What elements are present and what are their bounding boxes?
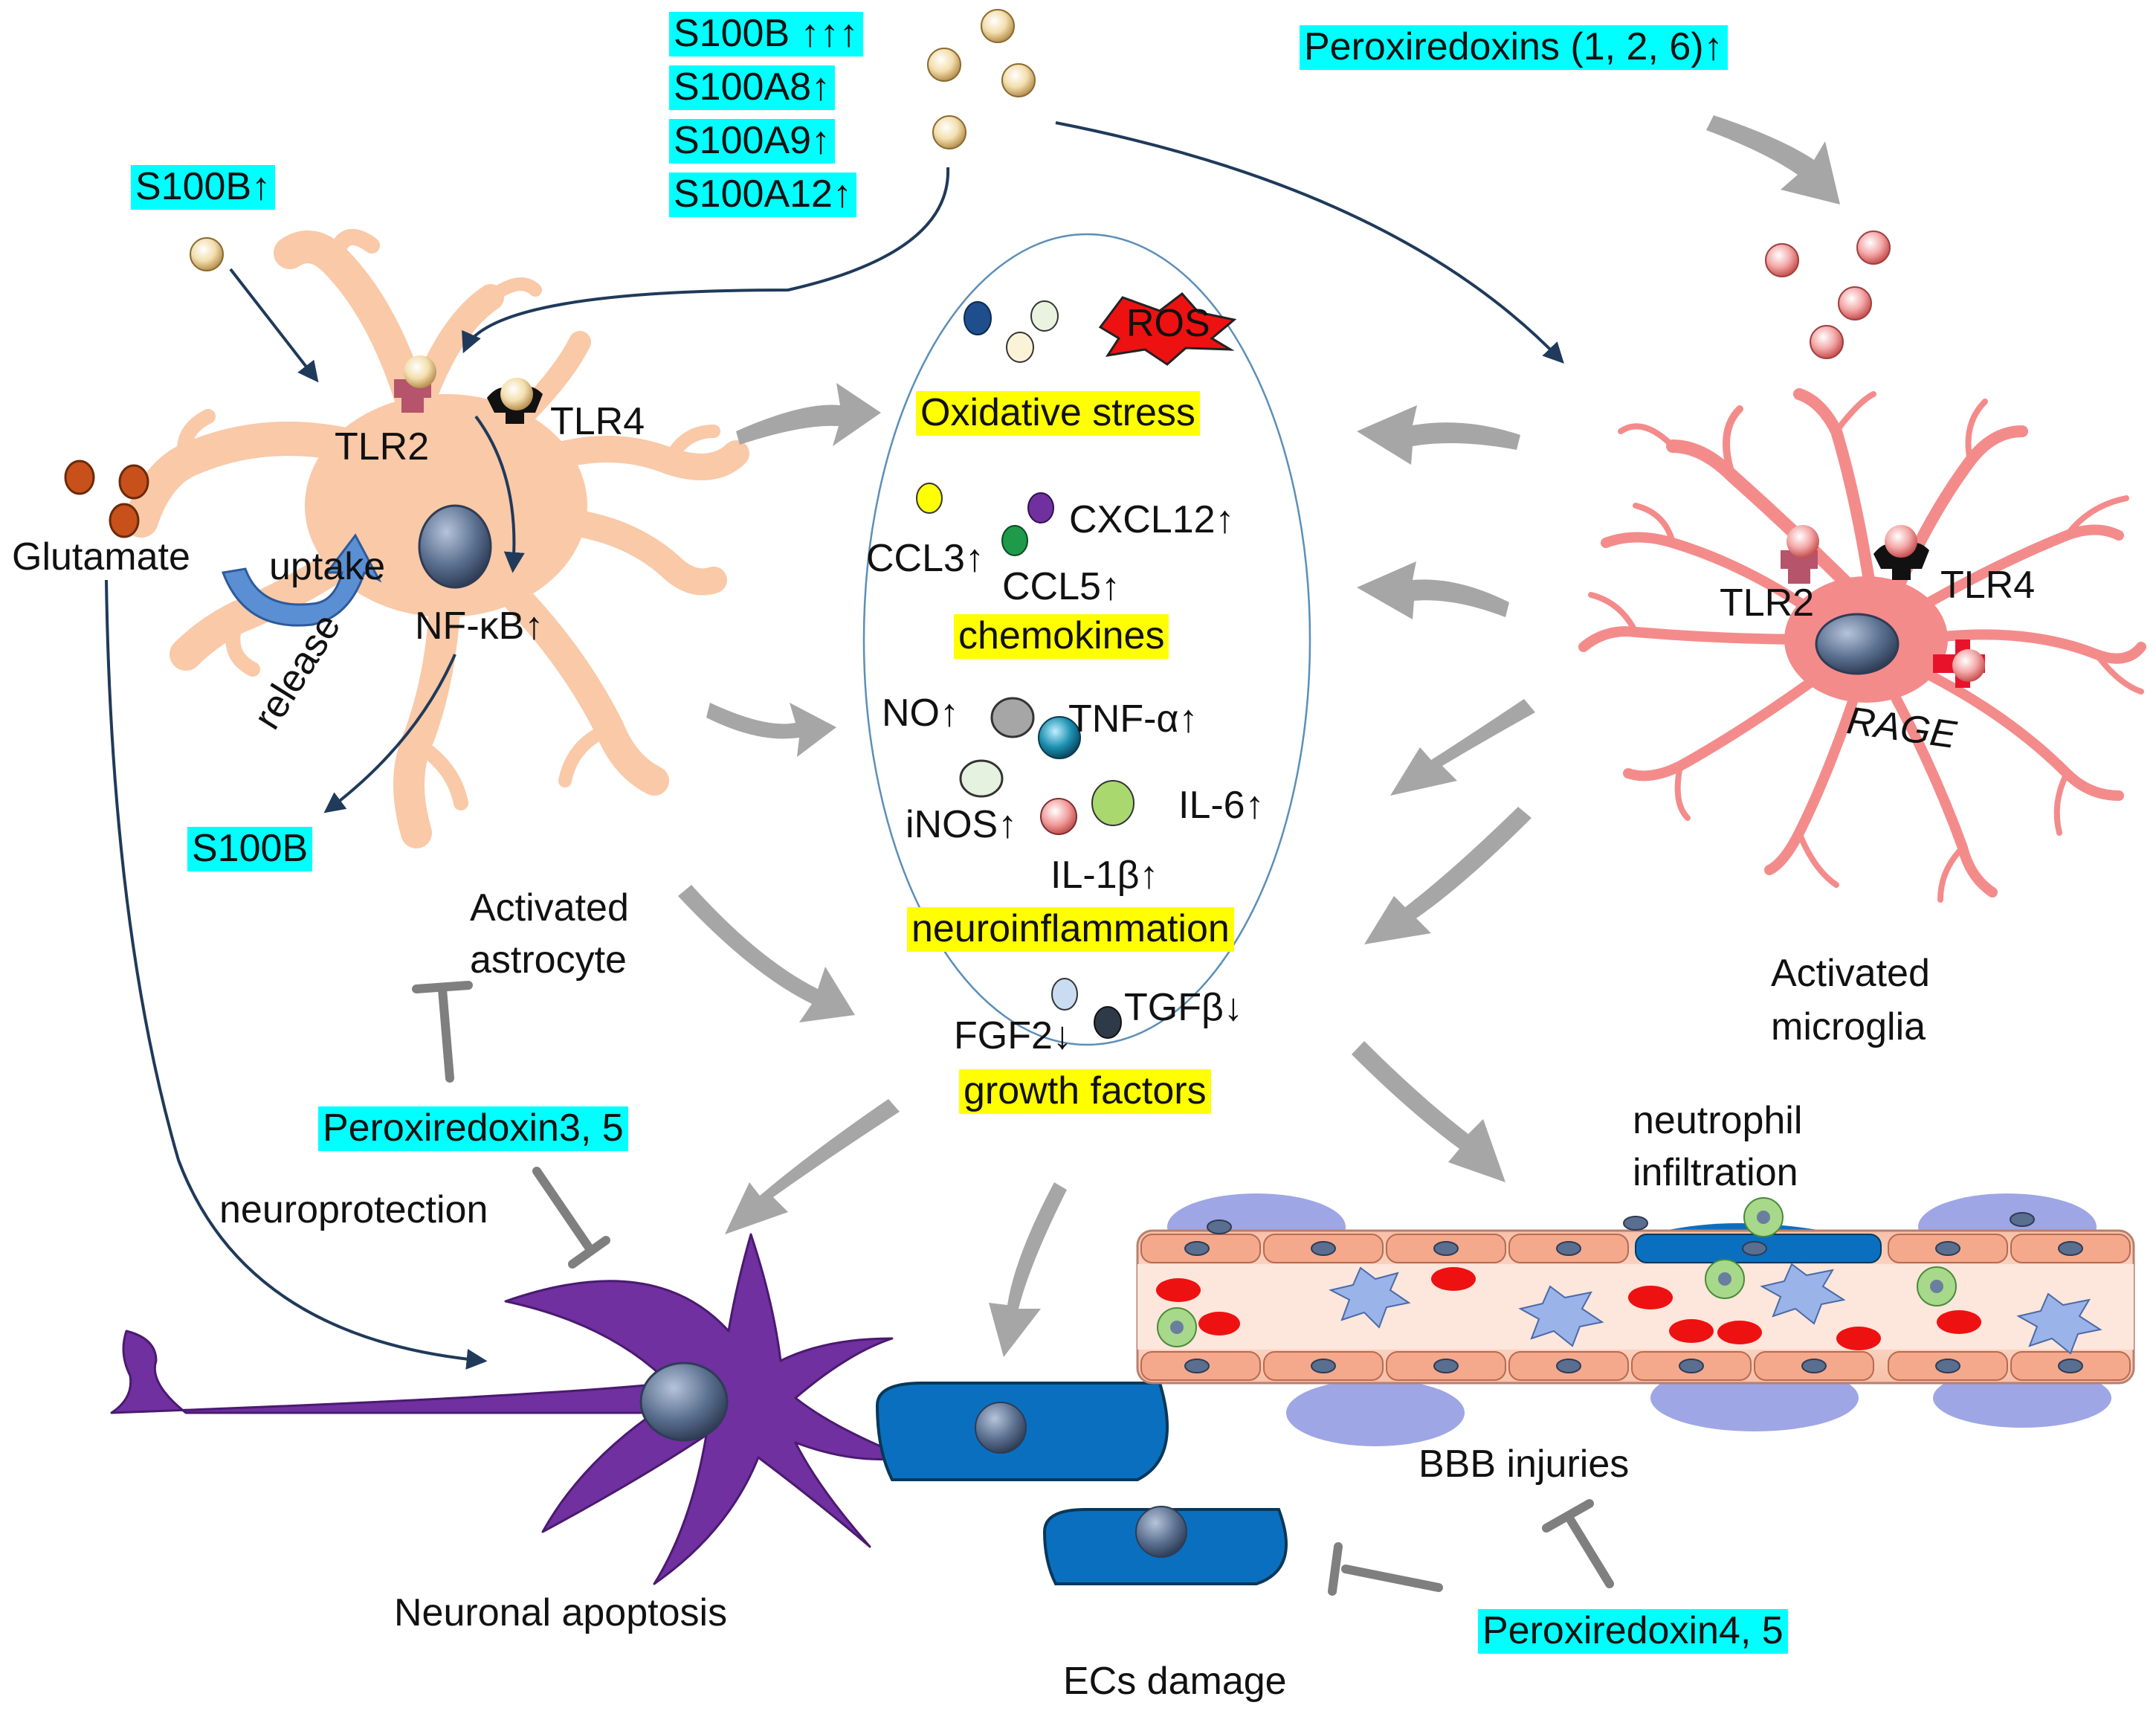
activated-astrocyte-label-2: astrocyte xyxy=(470,938,627,982)
s100a9-label: S100A9↑ xyxy=(669,119,836,164)
il6-label: IL-6↑ xyxy=(1178,784,1265,827)
s100b-label-top: S100B ↑↑↑ xyxy=(669,12,863,57)
tlr2-astro-label: TLR2 xyxy=(335,425,430,468)
oxidative-light-dot-2 xyxy=(1006,332,1034,363)
micro-tlr2-receptor xyxy=(1781,525,1819,584)
tnfa-label: TNF-α↑ xyxy=(1068,697,1198,741)
navy-arrows xyxy=(105,121,1564,1370)
tlr4-astro-label: TLR4 xyxy=(550,400,645,443)
inhibitor-lines xyxy=(412,981,1614,1596)
ccl3-label: CCL3↑ xyxy=(866,537,984,580)
tnfa-dot xyxy=(1038,716,1081,759)
fgf2-label: FGF2↓ xyxy=(954,1014,1072,1057)
ccl3-dot xyxy=(916,483,943,514)
microglia-cell xyxy=(1578,388,2146,903)
s100b-release-label: S100B xyxy=(187,827,313,871)
uptake-label: uptake xyxy=(269,545,386,588)
ros-star-shape xyxy=(1098,291,1237,366)
micro-rage-receptor xyxy=(1933,639,1985,688)
neuronal-apoptosis-label: Neuronal apoptosis xyxy=(394,1591,728,1634)
il1b-dot xyxy=(1040,798,1077,835)
astro-nucleus xyxy=(418,504,492,589)
tlr2-micro-label: TLR2 xyxy=(1720,581,1815,625)
blood-vessel xyxy=(1136,1193,2135,1446)
astro-tlr4-receptor xyxy=(487,378,543,424)
s100-beads-top xyxy=(927,9,1036,149)
peroxiredoxin45-label: Peroxiredoxin4, 5 xyxy=(1478,1609,1788,1654)
ccl5-label: CCL5↑ xyxy=(1002,565,1120,608)
no-label: NO↑ xyxy=(882,692,959,735)
peroxiredoxin-beads xyxy=(1765,231,1891,359)
neuroprotection-label: neuroprotection xyxy=(219,1188,488,1231)
micro-tlr4-receptor xyxy=(1873,525,1929,580)
neutrophil-label-2: infiltration xyxy=(1633,1151,1798,1194)
activated-microglia-label-2: microglia xyxy=(1771,1005,1926,1048)
endothelial-cell-1 xyxy=(875,1382,1169,1481)
oxidative-stress-label: Oxidative stress xyxy=(916,391,1200,436)
ros-label: ROS xyxy=(1126,302,1210,345)
bbb-injuries-label: BBB injuries xyxy=(1418,1443,1630,1486)
micro-nucleus xyxy=(1815,613,1900,675)
glutamate-label: Glutamate xyxy=(12,535,190,579)
activated-microglia-label-1: Activated xyxy=(1771,952,1930,995)
endothelial-cell-2 xyxy=(1042,1506,1288,1585)
chemokines-label: chemokines xyxy=(954,614,1169,659)
neutrophil-label-1: neutrophil xyxy=(1633,1099,1803,1142)
inos-dot xyxy=(959,759,1004,798)
tgfb-label: TGFβ↓ xyxy=(1124,986,1243,1029)
peroxiredoxins-top-label: Peroxiredoxins (1, 2, 6)↑ xyxy=(1300,25,1728,70)
cxcl12-dot xyxy=(1027,492,1054,523)
cxcl12-label: CXCL12↑ xyxy=(1069,498,1235,541)
tgfb-dot xyxy=(1094,1006,1122,1039)
no-dot xyxy=(990,697,1035,738)
astro-tlr2-receptor xyxy=(394,355,436,413)
tlr4-micro-label: TLR4 xyxy=(1940,564,2036,607)
fgf2-dot xyxy=(1051,978,1078,1011)
oxidative-light-dot-1 xyxy=(1030,300,1059,332)
ccl5-dot xyxy=(1001,525,1028,556)
inos-label: iNOS↑ xyxy=(906,803,1018,846)
s100a12-label: S100A12↑ xyxy=(669,173,856,217)
s100b-label-left: S100B↑ xyxy=(131,165,276,210)
ecs-damage-label: ECs damage xyxy=(1063,1660,1287,1703)
neuron-cell xyxy=(110,1233,908,1585)
neuroinflammation-label: neuroinflammation xyxy=(907,907,1234,952)
central-ellipse xyxy=(862,233,1311,1046)
s100b-bead xyxy=(190,237,224,271)
activated-astrocyte-label-1: Activated xyxy=(470,886,629,929)
s100a8-label: S100A8↑ xyxy=(669,65,836,110)
peroxiredoxin35-label: Peroxiredoxin3, 5 xyxy=(318,1106,628,1151)
il1b-label: IL-1β↑ xyxy=(1050,854,1159,897)
growth-factors-label: growth factors xyxy=(959,1069,1211,1114)
glutamate-molecules xyxy=(64,460,149,538)
uptake-arrow xyxy=(221,533,382,627)
nfkb-label: NF-κB↑ xyxy=(415,605,544,648)
neuron-nucleus xyxy=(639,1362,729,1442)
oxidative-dark-dot xyxy=(964,301,992,335)
gray-arrows xyxy=(678,115,1840,1357)
il6-dot xyxy=(1091,780,1135,826)
